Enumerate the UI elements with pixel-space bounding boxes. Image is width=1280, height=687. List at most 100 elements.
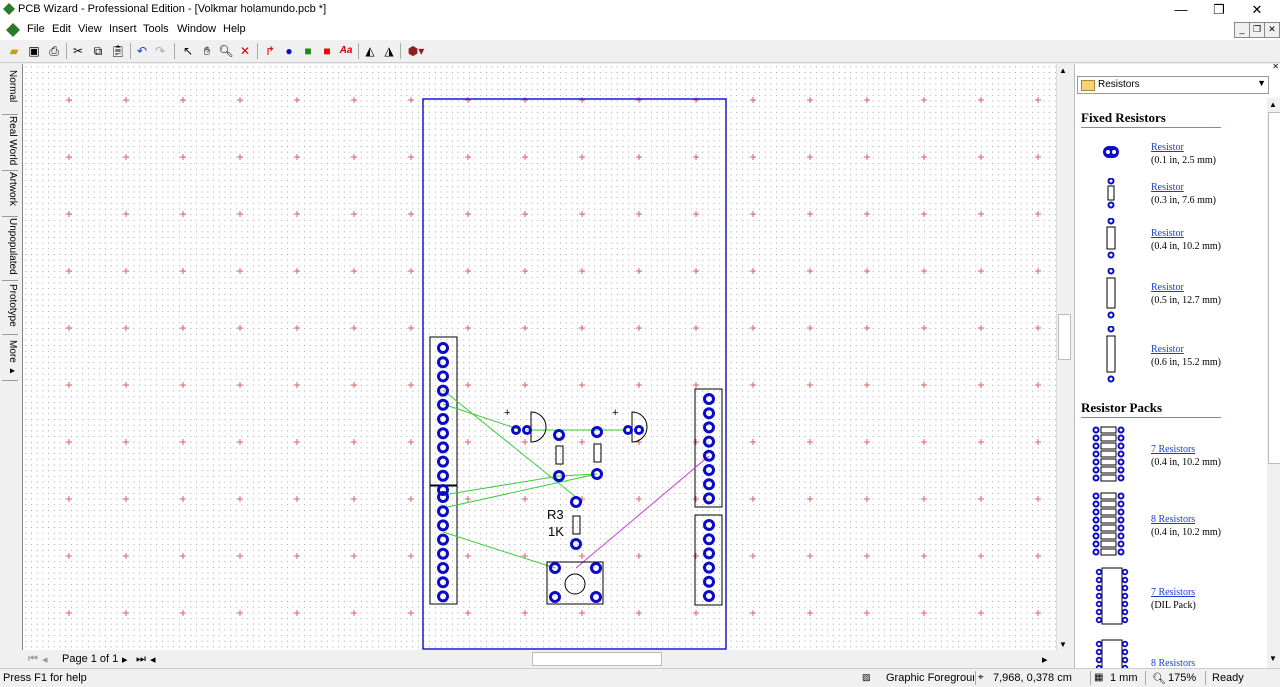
scroll-down-icon[interactable]: ▼ xyxy=(1059,640,1067,649)
category-dropdown[interactable]: Resistors ▼ xyxy=(1077,76,1269,94)
pad[interactable] xyxy=(634,425,644,435)
pad[interactable] xyxy=(570,496,582,508)
pad[interactable] xyxy=(591,426,603,438)
component-gallery-icon[interactable]: ⬢▾ xyxy=(407,44,425,58)
pad[interactable] xyxy=(703,575,715,588)
resistor-thumb-0-1in[interactable] xyxy=(1099,142,1123,162)
pad[interactable] xyxy=(437,505,449,518)
capacitor-1[interactable] xyxy=(530,411,547,443)
tab-artwork[interactable]: Artwork xyxy=(2,172,18,217)
flip-vertical-icon[interactable]: ◮ xyxy=(384,44,394,58)
select-pointer-icon[interactable]: ↖ xyxy=(182,44,194,58)
push-button-footprint[interactable] xyxy=(546,561,604,605)
pad[interactable] xyxy=(437,519,449,532)
pcb-drawing[interactable]: + + R3 1K xyxy=(23,64,1057,650)
pcb-canvas[interactable]: + + R3 1K xyxy=(22,64,1057,650)
rectangle-icon[interactable]: ■ xyxy=(323,44,331,58)
mdi-close-icon[interactable]: ✕ xyxy=(1264,22,1280,38)
menu-insert[interactable]: Insert xyxy=(109,23,137,35)
pad[interactable] xyxy=(437,441,449,454)
pad[interactable] xyxy=(703,533,715,546)
zoom-icon[interactable]: 🔍︎ xyxy=(218,44,234,58)
track[interactable] xyxy=(558,473,598,477)
mdi-restore-icon[interactable]: ❐ xyxy=(1249,22,1265,38)
header-right-bottom[interactable] xyxy=(694,514,723,606)
pad[interactable] xyxy=(703,478,715,491)
track[interactable] xyxy=(442,531,556,569)
pad[interactable] xyxy=(703,519,715,531)
scroll-left-icon[interactable]: ◂ xyxy=(150,654,156,666)
resistor-0-1in-link[interactable]: Resistor xyxy=(1151,142,1184,153)
restore-icon[interactable]: ❐ xyxy=(1213,2,1225,17)
scroll-up-icon[interactable]: ▲ xyxy=(1269,100,1277,109)
first-page-icon[interactable]: ⏮ xyxy=(28,653,38,665)
menu-tools[interactable]: Tools xyxy=(143,23,169,35)
track[interactable] xyxy=(442,473,598,509)
save-icon[interactable]: ▣ xyxy=(28,44,40,58)
resistor-thumb-0-5in[interactable] xyxy=(1103,268,1119,320)
resistor-pack-thumb-8[interactable] xyxy=(1091,492,1131,558)
prev-page-icon[interactable]: ◂ xyxy=(42,654,48,666)
gallery-scroll-thumb[interactable] xyxy=(1268,112,1280,464)
track[interactable] xyxy=(442,403,522,431)
tab-real-world[interactable]: Real World xyxy=(2,116,18,171)
track-icon[interactable]: ↱ xyxy=(264,44,276,58)
pad[interactable] xyxy=(437,398,449,411)
paste-icon[interactable]: 📋︎ xyxy=(110,44,126,58)
pad[interactable] xyxy=(703,590,715,602)
resistor-pack-7-link[interactable]: 7 Resistors xyxy=(1151,444,1196,455)
canvas-vertical-scroll-thumb[interactable] xyxy=(1058,314,1071,360)
gallery-scrollbar[interactable]: ▲ ▼ xyxy=(1267,98,1280,668)
resistor-thumb-0-6in[interactable] xyxy=(1103,326,1119,384)
pad[interactable] xyxy=(703,547,715,560)
canvas-horizontal-scroll-thumb[interactable] xyxy=(532,652,662,666)
pad[interactable] xyxy=(437,413,449,425)
menu-file[interactable]: File xyxy=(27,23,45,35)
canvas-horizontal-scrollbar[interactable]: ⏮ ◂ Page 1 of 1 ▸ ⏭ ◂ ▸ xyxy=(22,650,1070,668)
chevron-down-icon[interactable]: ▼ xyxy=(1257,78,1266,88)
tab-prototype[interactable]: Prototype xyxy=(2,284,18,335)
close-icon[interactable]: ✕ xyxy=(1251,2,1263,17)
open-icon[interactable]: ▰ xyxy=(9,44,19,58)
pad[interactable] xyxy=(590,591,602,603)
print-icon[interactable]: ⎙ xyxy=(49,44,59,58)
menu-window[interactable]: Window xyxy=(177,23,217,35)
pad-icon[interactable]: ● xyxy=(285,44,293,58)
text-icon[interactable]: Aa xyxy=(339,45,353,56)
resistor-pack-dil-link[interactable]: 7 Resistors xyxy=(1151,587,1196,598)
delete-icon[interactable]: ✕ xyxy=(239,44,251,58)
pad[interactable] xyxy=(511,425,521,435)
pad[interactable] xyxy=(437,455,449,468)
pad[interactable] xyxy=(437,562,449,574)
scroll-right-icon[interactable]: ▸ xyxy=(1042,654,1048,666)
pad[interactable] xyxy=(522,425,532,435)
pad[interactable] xyxy=(437,484,449,496)
resistor-pack-dil-thumb[interactable] xyxy=(1095,566,1129,630)
resistor-0-4in-link[interactable]: Resistor xyxy=(1151,228,1184,239)
mdi-minimize-icon[interactable]: _ xyxy=(1234,22,1250,38)
resistor-thumb-0-4in[interactable] xyxy=(1103,218,1119,260)
pad[interactable] xyxy=(553,470,565,482)
resistor-pack-dil8-thumb[interactable] xyxy=(1095,638,1129,668)
tab-unpopulated[interactable]: Unpopulated xyxy=(2,218,18,281)
resistor-0-6in-link[interactable]: Resistor xyxy=(1151,344,1184,355)
pad[interactable] xyxy=(437,491,449,503)
pad[interactable] xyxy=(590,562,602,574)
track[interactable] xyxy=(442,475,560,496)
pad[interactable] xyxy=(703,435,715,448)
resistor-pack-8-link[interactable]: 8 Resistors xyxy=(1151,514,1196,525)
pad[interactable] xyxy=(570,538,582,550)
resistor-r1[interactable] xyxy=(555,445,564,465)
pan-hand-icon[interactable]: ✋︎ xyxy=(203,44,211,58)
resistor-r3[interactable] xyxy=(572,515,581,535)
pad[interactable] xyxy=(549,591,561,603)
resistor-r2[interactable] xyxy=(593,443,602,463)
resistor-thumb-0-3in[interactable] xyxy=(1103,178,1119,210)
menu-view[interactable]: View xyxy=(78,23,102,35)
pad[interactable] xyxy=(553,429,565,441)
pad[interactable] xyxy=(703,492,715,505)
pad[interactable] xyxy=(437,547,449,560)
redo-icon[interactable]: ↷ xyxy=(154,44,166,58)
pad[interactable] xyxy=(591,468,603,480)
copper-area-icon[interactable]: ■ xyxy=(304,44,312,58)
